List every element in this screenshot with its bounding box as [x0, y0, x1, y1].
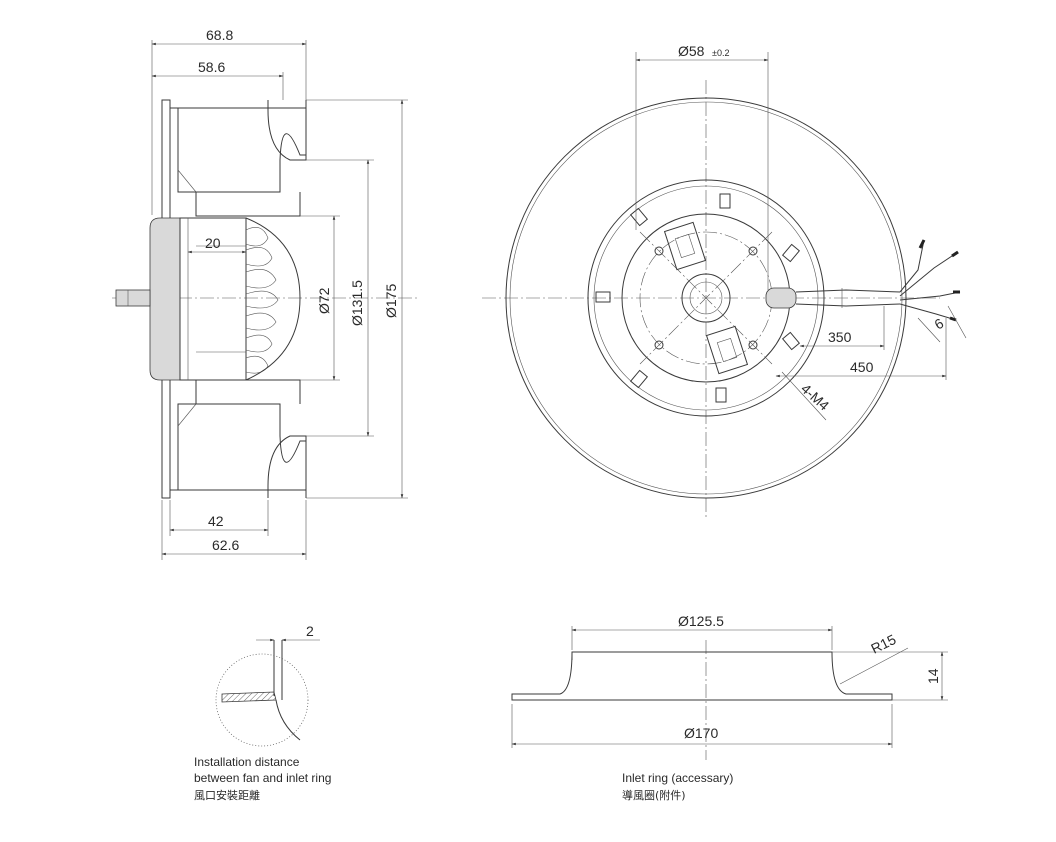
dim-base-depth: 42	[208, 513, 224, 529]
dim-blade-depth: 58.6	[198, 59, 225, 75]
dim-hub-diameter: Ø72	[316, 287, 332, 314]
side-view: 68.8 58.6 20 Ø72 Ø131.5 Ø175 42 62.6	[112, 27, 420, 560]
dim-bolt-circle: Ø58	[678, 43, 705, 59]
caption-detail-cn: 風口安裝距離	[194, 788, 260, 802]
dim-radius: R15	[868, 631, 898, 657]
dim-outer-diameter: Ø175	[383, 284, 399, 318]
front-view: Ø58 ±0.2 350 450 6 4-M4	[482, 43, 967, 520]
caption-inlet-ring: Inlet ring (accessary)	[622, 771, 733, 785]
dim-bolt-circle-tolerance: ±0.2	[712, 48, 729, 58]
dim-inlet-diameter: Ø131.5	[349, 280, 365, 326]
caption-detail-line1: Installation distance	[194, 755, 300, 769]
dim-throat-diameter: Ø125.5	[678, 613, 724, 629]
dim-lead-long: 450	[850, 359, 874, 375]
dim-base-overall: 62.6	[212, 537, 239, 553]
dim-overall-depth: 68.8	[206, 27, 233, 43]
caption-detail-line2: between fan and inlet ring	[194, 771, 331, 785]
dim-lead-short: 350	[828, 329, 852, 345]
dim-flange-diameter: Ø170	[684, 725, 718, 741]
dim-strip-length: 6	[932, 315, 947, 333]
inlet-ring-view: Ø125.5 R15 14 Ø170 Inlet ring (accessary…	[511, 613, 948, 802]
dim-ring-height: 14	[925, 668, 941, 684]
detail-view: 2 Installation distance between fan and …	[194, 623, 331, 802]
dim-motor-step: 20	[205, 235, 221, 251]
dim-gap: 2	[306, 623, 314, 639]
caption-inlet-ring-cn: 導風圈(附件)	[622, 788, 686, 802]
